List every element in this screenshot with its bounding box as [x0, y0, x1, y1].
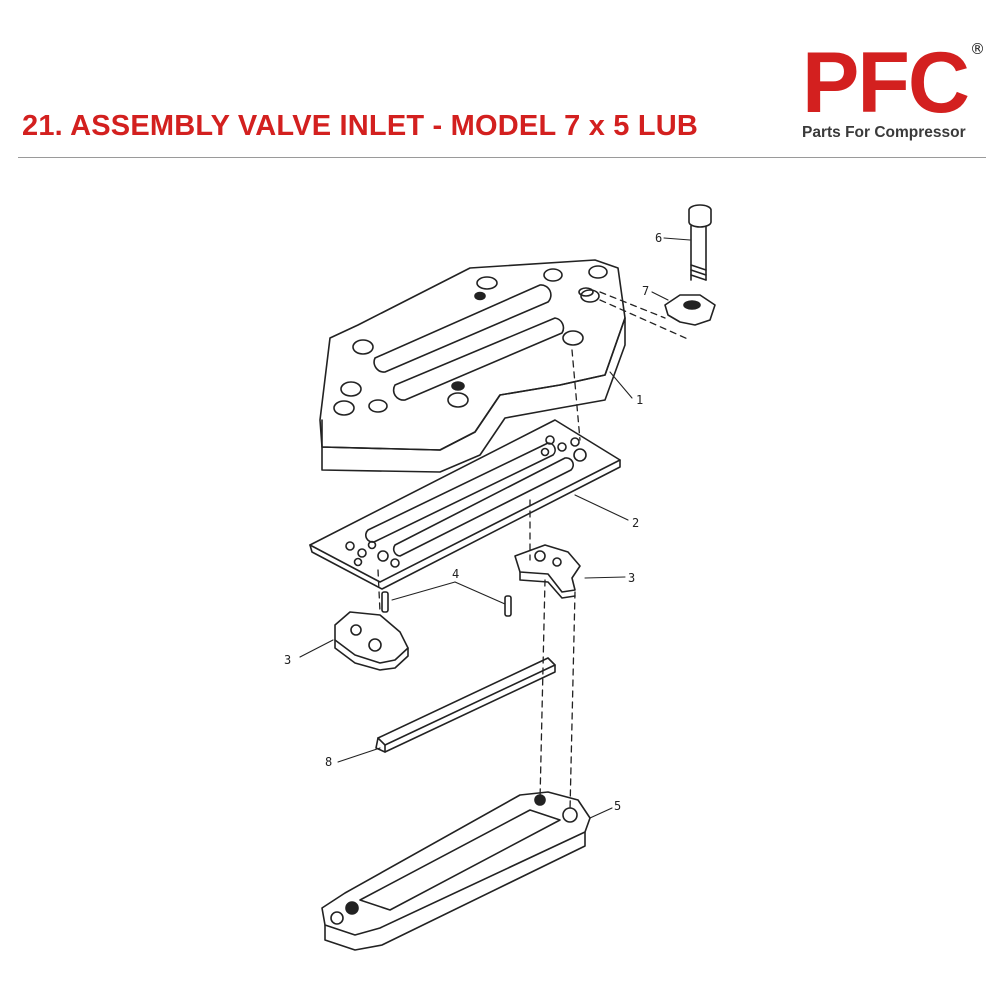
logo-letters: PFC [802, 35, 970, 131]
callout-1: 1 [636, 393, 643, 407]
pfc-logo: PFC ® Parts For Compressor [798, 40, 994, 150]
callout-5: 5 [614, 799, 621, 813]
part-8-spring-strip [375, 657, 556, 753]
part-5-guard [321, 791, 591, 951]
callout-7: 7 [642, 284, 649, 298]
part-2-valve-plate [309, 419, 621, 590]
header-divider [18, 157, 986, 158]
callout-2: 2 [632, 516, 639, 530]
part-4-dowel-pins [381, 591, 512, 617]
part-3-clamp-left [334, 611, 409, 671]
part-6-bolt [688, 204, 712, 281]
callout-4: 4 [452, 567, 459, 581]
part-7-lock-washer [664, 294, 716, 326]
logo-tagline: Parts For Compressor [802, 124, 966, 141]
callout-8: 8 [325, 755, 332, 769]
part-3-clamp-right [514, 544, 581, 599]
callout-3-right: 3 [628, 571, 635, 585]
callout-6: 6 [655, 231, 662, 245]
page-title: 21. ASSEMBLY VALVE INLET - MODEL 7 x 5 L… [22, 110, 699, 142]
part-1-valve-seat [319, 259, 626, 473]
registered-mark: ® [970, 40, 985, 58]
callout-3-left: 3 [284, 653, 291, 667]
